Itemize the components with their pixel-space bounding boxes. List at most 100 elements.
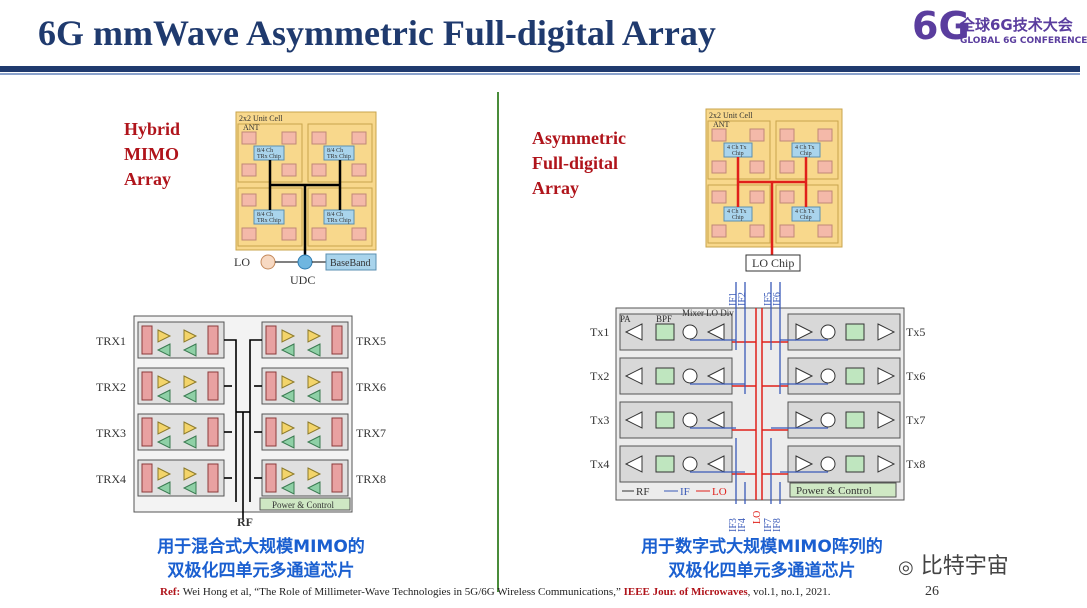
ref-prefix: Ref: bbox=[160, 586, 181, 598]
label-line: Hybrid bbox=[124, 119, 181, 139]
chip-label: Chip bbox=[800, 215, 812, 221]
ref-journal: IEEE Jour. of Microwaves bbox=[623, 586, 748, 598]
legend-lo: LO bbox=[712, 486, 727, 498]
trx-label: TRX4 bbox=[96, 472, 126, 486]
if-label: IF1 bbox=[728, 292, 739, 306]
ref-tail: , vol.1, no.1, 2021. bbox=[747, 586, 831, 598]
tx-label: Tx6 bbox=[906, 369, 925, 383]
rf-label: RF bbox=[237, 515, 253, 529]
logo-mark: 6G bbox=[912, 4, 970, 48]
trx-label: TRX6 bbox=[356, 380, 386, 394]
if-label: IF8 bbox=[772, 518, 783, 532]
chip-label: 4 Ch Tx bbox=[795, 209, 815, 215]
legend-if: IF bbox=[680, 486, 690, 498]
caption-line: 用于混合式大规模MIMO的 bbox=[157, 537, 365, 557]
wechat-icon: ◎ bbox=[898, 557, 914, 578]
label-line: Array bbox=[532, 178, 579, 198]
watermark: ◎ 比特宇宙 bbox=[898, 548, 1009, 580]
chip-label: 8/4 Ch bbox=[327, 148, 343, 154]
power-control-block bbox=[259, 497, 351, 511]
chip-label: 4 Ch Tx bbox=[727, 145, 747, 151]
tx-label: Tx1 bbox=[590, 325, 609, 339]
if-label: IF4 bbox=[737, 518, 748, 532]
ant-label: ANT bbox=[243, 123, 260, 132]
chip-label: Chip bbox=[732, 151, 744, 157]
column-divider bbox=[497, 92, 499, 592]
logo-text-en: GLOBAL 6G CONFERENCE bbox=[960, 36, 1087, 46]
tx-label: Tx5 bbox=[906, 325, 925, 339]
reference-line: Ref: Wei Hong et al, “The Role of Millim… bbox=[160, 586, 830, 598]
trx-label: TRX2 bbox=[96, 380, 126, 394]
trx-label: TRX1 bbox=[96, 334, 126, 348]
lo-bottom-label: LO bbox=[752, 511, 763, 524]
trx-label: TRX5 bbox=[356, 334, 386, 348]
chip-label: TRx Chip bbox=[327, 218, 351, 224]
bpf-label: BPF bbox=[656, 314, 672, 324]
asymmetric-tx-diagram: IF1 IF2 IF5 IF6 bbox=[590, 282, 925, 532]
caption-line: 双极化四单元多通道芯片 bbox=[167, 561, 355, 581]
unit-cell-title: 2x2 Unit Cell bbox=[709, 111, 753, 120]
hybrid-lo-chain: LO BaseBand UDC bbox=[234, 253, 377, 287]
tx-label: Tx4 bbox=[590, 457, 609, 471]
chip-label: TRx Chip bbox=[257, 154, 281, 160]
mixer-label: Mixer bbox=[682, 308, 704, 318]
caption-line: 双极化四单元多通道芯片 bbox=[668, 561, 856, 581]
tx-label: Tx8 bbox=[906, 457, 925, 471]
if-label: IF6 bbox=[772, 292, 783, 306]
lo-label: LO bbox=[234, 255, 250, 269]
chip-label: 4 Ch Tx bbox=[795, 145, 815, 151]
power-control-label: Power & Control bbox=[796, 485, 872, 497]
if-label: IF5 bbox=[763, 292, 774, 306]
logo-text-cn: 全球6G技术大会 bbox=[960, 16, 1073, 34]
hybrid-mimo-label: Hybrid MIMO Array bbox=[124, 117, 180, 192]
asymmetric-caption: 用于数字式大规模MIMO阵列的 双极化四单元多通道芯片 bbox=[612, 535, 912, 583]
trx-label: TRX7 bbox=[356, 426, 386, 440]
legend-rf: RF bbox=[636, 486, 649, 498]
chip-label: 8/4 Ch bbox=[257, 212, 273, 218]
pa-label: PA bbox=[620, 314, 631, 324]
slide-title: 6G mmWave Asymmetric Full-digital Array bbox=[38, 13, 716, 53]
mixer-icon bbox=[297, 254, 313, 270]
conference-logo: 6G 全球6G技术大会 GLOBAL 6G CONFERENCE bbox=[912, 4, 1087, 56]
label-line: Array bbox=[124, 169, 171, 189]
if-label: IF3 bbox=[728, 518, 739, 532]
label-line: Asymmetric bbox=[532, 128, 626, 148]
ant-label: ANT bbox=[713, 120, 730, 129]
header-rule-thin bbox=[0, 73, 1080, 75]
if-label: IF7 bbox=[763, 518, 774, 532]
lo-chip-label: LO Chip bbox=[752, 256, 794, 270]
if-label: IF2 bbox=[737, 292, 748, 306]
baseband-block bbox=[325, 253, 377, 271]
chip-label: TRx Chip bbox=[327, 154, 351, 160]
lo-chip-block bbox=[745, 254, 801, 272]
chip-label: 8/4 Ch bbox=[327, 212, 343, 218]
hybrid-unit-cell-figure: 2x2 Unit Cell ANT 8/4 Ch TRx Chip 8/4 Ch… bbox=[235, 111, 377, 256]
chip-label: 4 Ch Tx bbox=[727, 209, 747, 215]
asymmetric-array-label: Asymmetric Full-digital Array bbox=[532, 126, 626, 201]
tx-label: Tx2 bbox=[590, 369, 609, 383]
unit-cell-title: 2x2 Unit Cell bbox=[239, 114, 283, 123]
tx-label: Tx3 bbox=[590, 413, 609, 427]
asymmetric-unit-cell-figure: 2x2 Unit Cell ANT 4 Ch Tx Chip 4 Ch Tx C… bbox=[705, 108, 843, 272]
hybrid-caption: 用于混合式大规模MIMO的 双极化四单元多通道芯片 bbox=[126, 535, 396, 583]
power-control-label: Power & Control bbox=[272, 500, 334, 510]
watermark-text: 比特宇宙 bbox=[920, 554, 1009, 579]
trx-label: TRX8 bbox=[356, 472, 386, 486]
chip-label: 8/4 Ch bbox=[257, 148, 273, 154]
page-number: 26 bbox=[925, 584, 939, 599]
ref-text: Wei Hong et al, “The Role of Millimeter-… bbox=[180, 586, 624, 598]
chip-label: Chip bbox=[800, 151, 812, 157]
power-control-block bbox=[789, 482, 897, 498]
label-line: MIMO bbox=[124, 144, 179, 164]
trx-label: TRX3 bbox=[96, 426, 126, 440]
baseband-label: BaseBand bbox=[330, 258, 371, 269]
hybrid-trx-diagram: Power & Control TRX1 TRX2 TRX3 TRX4 TRX5… bbox=[96, 315, 386, 529]
lo-oscillator-icon bbox=[260, 254, 276, 270]
header-rule bbox=[0, 66, 1080, 72]
chip-label: Chip bbox=[732, 215, 744, 221]
chip-label: TRx Chip bbox=[257, 218, 281, 224]
tx-label: Tx7 bbox=[906, 413, 925, 427]
label-line: Full-digital bbox=[532, 153, 619, 173]
udc-label: UDC bbox=[290, 273, 315, 287]
lo-div-label: LO Div bbox=[706, 308, 734, 318]
